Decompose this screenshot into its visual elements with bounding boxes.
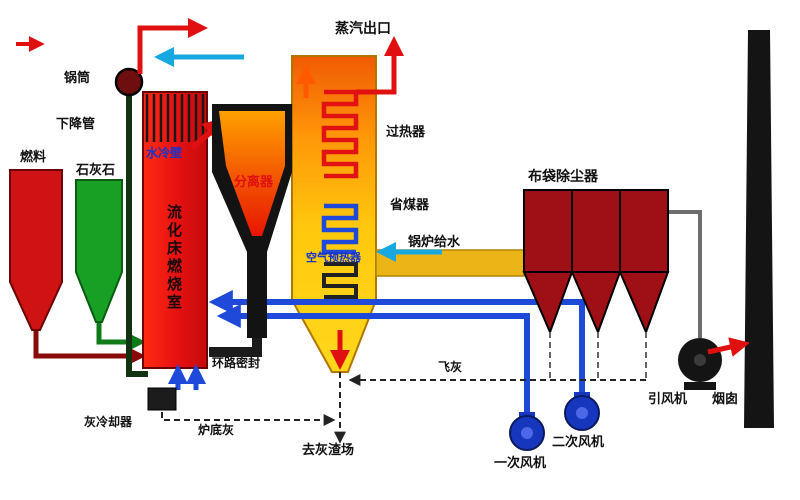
label-downcomer: 下降管 <box>56 117 96 132</box>
primary-air-pipe <box>216 304 530 414</box>
label-boiler-feedwater: 锅炉给水 <box>408 235 461 250</box>
label-chimney: 烟囱 <box>712 392 739 407</box>
label-air-preheater: 空气预热器 <box>306 251 361 264</box>
bottom-ash-line <box>161 412 336 426</box>
secondary-air-pipe <box>208 290 585 394</box>
label-combustion-chamber: 流化床燃烧室 <box>165 204 183 312</box>
secondary-fan-hub <box>576 407 588 419</box>
label-primary-fan: 一次风机 <box>494 456 547 471</box>
baghouse-hopper-1 <box>522 271 574 335</box>
loop-seal-pipe <box>209 338 262 357</box>
label-superheater: 过热器 <box>386 125 426 140</box>
chimney-stack <box>744 30 774 428</box>
baghouse-to-fan-duct <box>668 210 702 338</box>
label-to-ash-yard: 去灰渣场 <box>302 443 355 458</box>
limestone-feed-pipe <box>96 320 146 352</box>
baghouse-ash-drops <box>549 332 647 378</box>
downcomer-pipe <box>126 95 148 377</box>
label-steam-outlet: 蒸汽出口 <box>335 21 391 37</box>
label-drum: 锅筒 <box>64 71 91 86</box>
id-fan-base <box>684 382 716 390</box>
baghouse-hopper-2 <box>570 271 622 335</box>
label-secondary-fan: 二次风机 <box>552 435 605 450</box>
label-limestone: 石灰石 <box>76 163 116 178</box>
fuel-feed-pipe <box>33 330 146 366</box>
primary-fan-hub <box>521 427 533 439</box>
label-separator: 分离器 <box>234 175 274 190</box>
label-economizer: 省煤器 <box>390 198 430 213</box>
label-loop-seal: 环路密封 <box>212 356 261 370</box>
fan-to-chimney-arrow <box>707 337 750 357</box>
label-induced-draft-fan: 引风机 <box>648 392 688 407</box>
baghouse-dividers <box>571 190 621 272</box>
boiler-drum <box>114 67 144 97</box>
id-fan-hub <box>694 354 706 366</box>
label-fly-ash: 飞灰 <box>438 360 463 374</box>
separator-interior <box>219 111 285 236</box>
label-water-wall: 水冷壁 <box>146 146 183 160</box>
baghouse-hopper-3 <box>618 271 670 335</box>
fuel-hopper <box>9 169 63 331</box>
limestone-hopper <box>75 179 123 323</box>
superheater-coil <box>321 89 359 179</box>
label-fuel: 燃料 <box>20 150 47 165</box>
baghouse-body <box>523 189 669 273</box>
ash-cooler-box <box>147 387 177 411</box>
label-bag-filter: 布袋除尘器 <box>528 169 598 185</box>
drum-steam-arrow <box>137 18 208 74</box>
air-preheater-coil <box>322 262 358 299</box>
economizer-coil <box>321 203 359 255</box>
label-ash-cooler: 灰冷却器 <box>84 415 133 429</box>
label-bottom-ash: 炉底灰 <box>198 423 235 437</box>
steam-outlet-pipe <box>356 36 404 95</box>
